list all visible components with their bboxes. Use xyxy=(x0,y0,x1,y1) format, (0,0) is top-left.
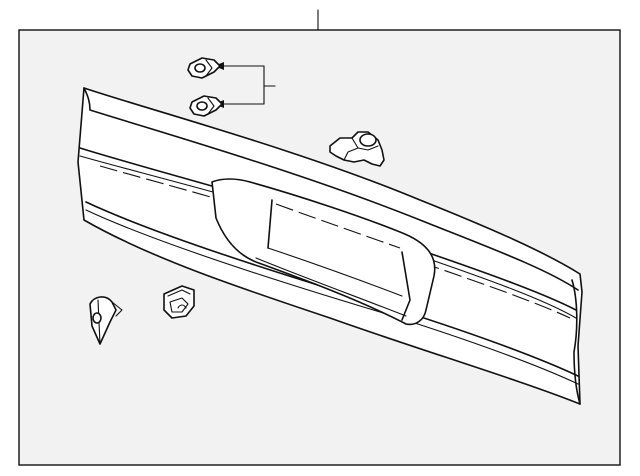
clip-upper xyxy=(187,57,221,79)
side-retainer xyxy=(89,296,123,345)
license-lamp-bracket xyxy=(329,131,385,167)
rear-garnish-panel xyxy=(77,87,583,405)
clip-leader-bracket xyxy=(214,62,276,108)
clip-lower xyxy=(189,95,223,117)
push-nut xyxy=(163,285,195,319)
